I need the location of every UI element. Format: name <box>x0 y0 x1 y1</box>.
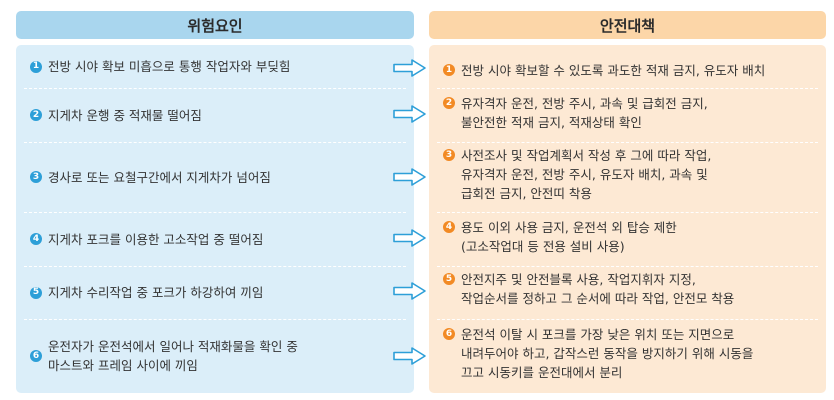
number-badge: 3 <box>443 149 455 161</box>
arrow-right-icon <box>393 168 426 186</box>
arrow-right-icon <box>393 347 426 365</box>
row-divider <box>437 319 818 320</box>
number-badge: 6 <box>30 350 42 362</box>
row-divider <box>24 319 406 320</box>
risk-text: 경사로 또는 요철구간에서 지게차가 넘어짐 <box>48 169 271 185</box>
safety-text: 운전석 이탈 시 포크를 가장 낮은 위치 또는 지면으로 내려두어야 하고, … <box>461 327 754 380</box>
risk-text: 전방 시야 확보 미흡으로 통행 작업자와 부딪힘 <box>48 59 291 74</box>
risk-factors-header: 위험요인 <box>16 11 414 39</box>
risk-row-1: 1 전방 시야 확보 미흡으로 통행 작업자와 부딪힘 <box>16 45 414 88</box>
risk-text: 운전자가 운전석에서 일어나 적재화물을 확인 중 마스트와 프레임 사이에 끼… <box>48 339 298 373</box>
risk-row-5: 5 지게차 수리작업 중 포크가 하강하여 끼임 <box>16 266 414 319</box>
arrow-right-icon <box>393 282 426 300</box>
safety-row-2: 2 유자격자 운전, 전방 주시, 과속 및 급회전 금지, 불안전한 적재 금… <box>429 94 826 142</box>
safety-measures-header: 안전대책 <box>429 11 826 39</box>
safety-text: 전방 시야 확보할 수 있도록 과도한 적재 금지, 유도자 배치 <box>461 63 766 78</box>
row-divider <box>24 142 406 143</box>
row-divider <box>24 212 406 213</box>
number-badge: 5 <box>443 273 455 285</box>
row-divider <box>437 88 818 89</box>
risk-row-4: 4 지게차 포크를 이용한 고소작업 중 떨어짐 <box>16 212 414 266</box>
arrow-right-icon <box>393 59 426 77</box>
arrow-right-icon <box>393 105 426 123</box>
row-divider <box>437 142 818 143</box>
number-badge: 2 <box>443 97 455 109</box>
risk-text: 지게차 포크를 이용한 고소작업 중 떨어짐 <box>48 231 264 247</box>
safety-row-4: 4 용도 이외 사용 금지, 운전석 외 탑승 제한 (고소작업대 등 전용 설… <box>429 218 826 266</box>
number-badge: 1 <box>443 64 455 76</box>
number-badge: 2 <box>30 109 42 121</box>
risk-row-2: 2 지게차 운행 중 적재물 떨어짐 <box>16 88 414 142</box>
risk-row-6: 6 운전자가 운전석에서 일어나 적재화물을 확인 중 마스트와 프레임 사이에… <box>16 319 414 393</box>
number-badge: 6 <box>443 328 455 340</box>
number-badge: 4 <box>443 221 455 233</box>
safety-row-6: 6 운전석 이탈 시 포크를 가장 낮은 위치 또는 지면으로 내려두어야 하고… <box>429 325 826 393</box>
row-divider <box>437 212 818 213</box>
row-divider <box>24 88 406 89</box>
number-badge: 5 <box>30 286 42 299</box>
safety-text: 용도 이외 사용 금지, 운전석 외 탑승 제한 (고소작업대 등 전용 설비 … <box>461 220 677 254</box>
safety-text: 안전지주 및 안전블록 사용, 작업지휘자 지정, 작업순서를 정하고 그 순서… <box>461 272 735 306</box>
risk-row-3: 3 경사로 또는 요철구간에서 지게차가 넘어짐 <box>16 142 414 212</box>
safety-row-5: 5 안전지주 및 안전블록 사용, 작업지휘자 지정, 작업순서를 정하고 그 … <box>429 270 826 319</box>
number-badge: 3 <box>30 171 42 183</box>
safety-text: 사전조사 및 작업계획서 작성 후 그에 따라 작업, 유자격자 운전, 전방 … <box>461 148 712 201</box>
safety-row-3: 3 사전조사 및 작업계획서 작성 후 그에 따라 작업, 유자격자 운전, 전… <box>429 146 826 212</box>
safety-measures-panel: 1 전방 시야 확보할 수 있도록 과도한 적재 금지, 유도자 배치 2 유자… <box>429 45 826 393</box>
safety-row-1: 1 전방 시야 확보할 수 있도록 과도한 적재 금지, 유도자 배치 <box>429 61 826 88</box>
row-divider <box>24 266 406 267</box>
number-badge: 1 <box>30 60 42 73</box>
safety-text: 유자격자 운전, 전방 주시, 과속 및 급회전 금지, 불안전한 적재 금지,… <box>461 96 708 130</box>
risk-factors-panel: 1 전방 시야 확보 미흡으로 통행 작업자와 부딪힘 2 지게차 운행 중 적… <box>16 45 414 393</box>
risk-text: 지게차 수리작업 중 포크가 하강하여 끼임 <box>48 285 264 300</box>
row-divider <box>437 266 818 267</box>
number-badge: 4 <box>30 233 42 245</box>
risk-text: 지게차 운행 중 적재물 떨어짐 <box>48 107 202 123</box>
arrow-right-icon <box>393 229 426 247</box>
